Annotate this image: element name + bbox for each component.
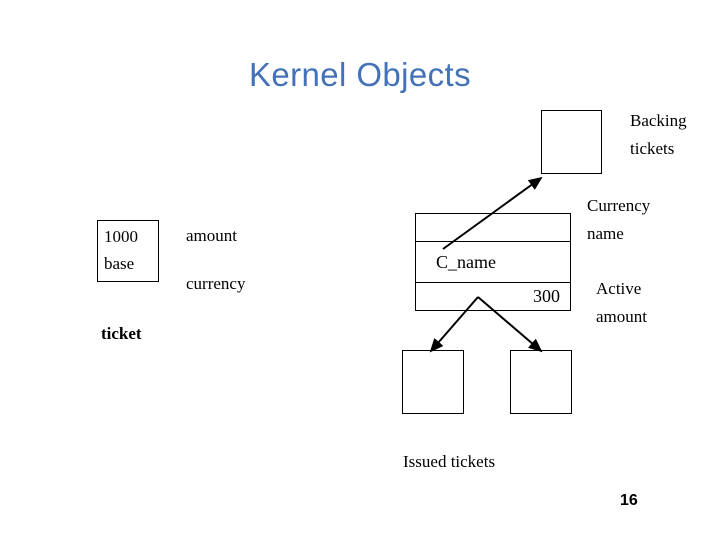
ticket-object-box: 1000 base [97,220,159,282]
currency-object-box: C_name 300 [415,213,571,311]
page-number: 16 [620,492,638,509]
backing-tickets-label: Backing tickets [630,111,687,158]
currency-name-label: Currency name [587,196,651,243]
ticket-currency-label: currency [186,274,246,293]
ticket-caption: ticket [101,324,142,343]
issued-tickets-label: Issued tickets [403,452,496,471]
ticket-amount-label: amount [186,226,237,245]
ticket-currency-value: base [104,254,135,273]
issued-ticket-box-left [402,350,464,414]
ticket-amount-value: 1000 [104,227,138,246]
currency-backing-row [416,214,570,242]
currency-active-amount-row: 300 [533,286,560,307]
active-amount-label: Active amount [596,279,647,326]
page-title: Kernel Objects [248,56,472,93]
issued-ticket-box-right [510,350,572,414]
currency-name-row: C_name [416,242,570,284]
backing-ticket-box [541,110,602,174]
